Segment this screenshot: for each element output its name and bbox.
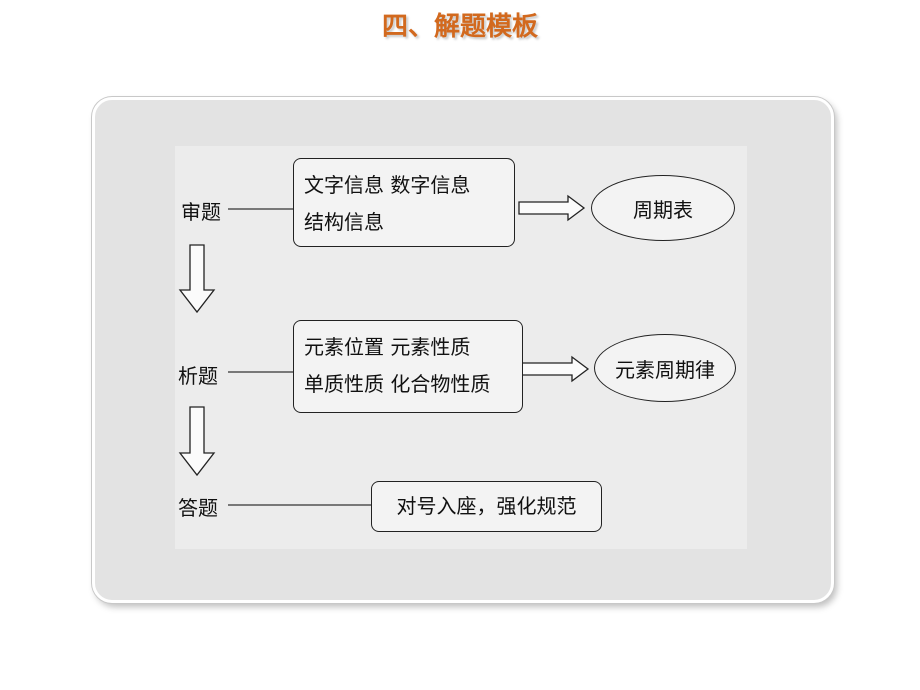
step-answer-label: 答题	[178, 496, 218, 520]
answer-text: 对号入座，强化规范	[396, 494, 577, 518]
review-info-line-1: 文字信息 数字信息	[304, 173, 471, 197]
analyze-info-line-1: 元素位置 元素性质	[304, 335, 471, 359]
periodic-law-ellipse: 元素周期律	[594, 334, 736, 402]
step-analyze-label: 析题	[178, 364, 218, 388]
right-arrow-1	[518, 194, 586, 222]
periodic-table-ellipse: 周期表	[591, 175, 735, 241]
periodic-law-label: 元素周期律	[615, 357, 715, 382]
analyze-info-box: 元素位置 元素性质 单质性质 化合物性质	[293, 320, 523, 413]
right-arrow-2	[521, 355, 590, 383]
answer-box: 对号入座，强化规范	[371, 481, 602, 532]
analyze-info-line-2: 单质性质 化合物性质	[304, 372, 491, 396]
slide-title: 四、解题模板	[381, 12, 538, 42]
step-review-label: 审题	[181, 200, 221, 224]
review-info-line-2: 结构信息	[304, 210, 384, 234]
down-arrow-2	[178, 406, 216, 477]
review-info-box: 文字信息 数字信息 结构信息	[293, 158, 515, 247]
periodic-table-label: 周期表	[633, 197, 693, 222]
down-arrow-1	[178, 244, 216, 314]
